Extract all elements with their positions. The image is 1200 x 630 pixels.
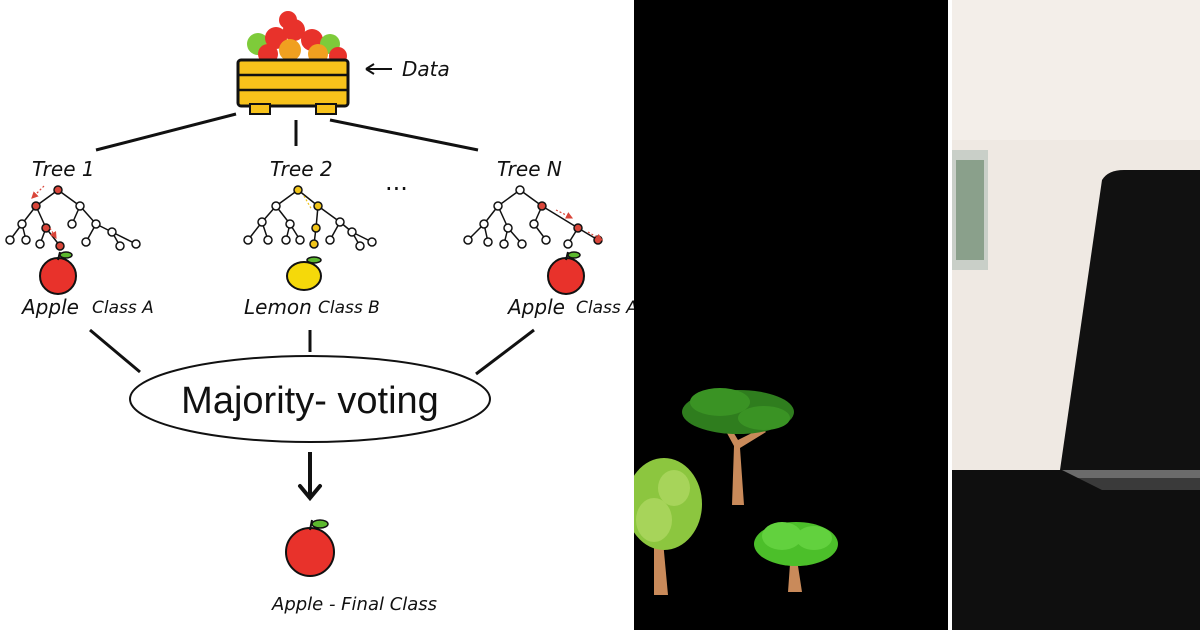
laptop-photo [952,0,1200,630]
majority-voting-ellipse [129,355,491,443]
data-label: Data [402,57,450,81]
data-arrow [365,63,392,75]
tree-n-class: Class A [576,298,634,318]
panel-divider [948,0,952,630]
decision-tree-2-icon [243,185,377,251]
tree-n-prediction: Apple [506,295,565,319]
apple-icon [39,251,77,295]
fruit-crate-icon [236,11,350,115]
tree-icon [754,522,838,592]
tree-2-class: Class B [318,298,380,318]
tree-2-prediction: Lemon [244,295,312,319]
decision-tree-1-icon [5,185,141,251]
connector-line [475,328,535,376]
connector-line [329,118,479,152]
connector-line [89,328,141,374]
decision-tree-n-icon [463,185,603,249]
random-forest-diagram: Data Tree 1 Tree 2 Tree N ... [5,11,634,615]
tree-1-class: Class A [92,298,154,318]
tree-n-label: Tree N [497,157,562,181]
down-arrow-icon [298,452,322,502]
tree-illustration-panel [634,0,948,630]
majority-voting-label: Majority- voting [181,380,439,422]
final-apple-icon [285,519,335,577]
apple-icon [547,251,585,295]
final-class-label: Apple - Final Class [271,594,437,615]
tree-icon [682,388,794,505]
tree-1-prediction: Apple [20,295,79,319]
tree-1-label: Tree 1 [32,157,95,181]
ellipsis: ... [385,168,408,196]
connector-line [95,112,237,152]
tree-2-label: Tree 2 [270,157,333,181]
lemon-icon [286,256,322,291]
cash-stack-icon [952,150,988,270]
tree-icon [634,458,702,595]
person-silhouette [952,470,1200,630]
